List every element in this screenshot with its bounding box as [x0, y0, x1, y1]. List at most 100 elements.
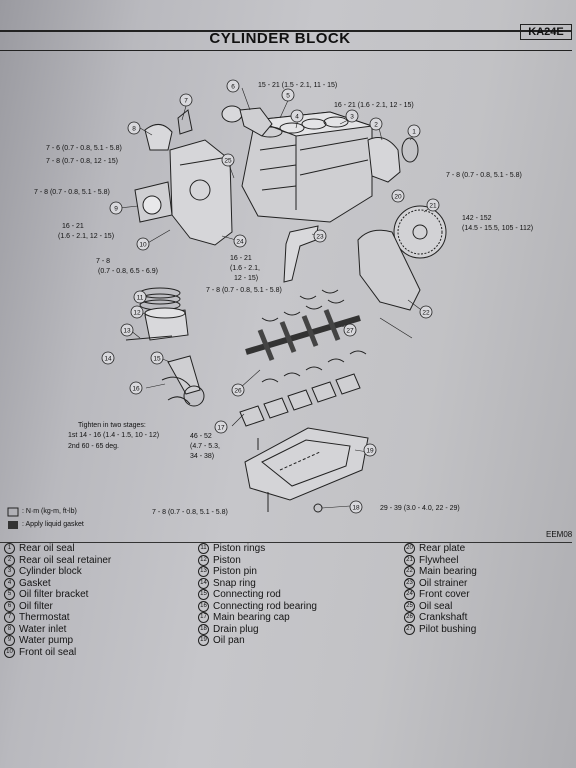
- part-number-text: 16: [132, 385, 140, 392]
- water-inlet-drawing: [144, 124, 173, 151]
- key-torque-unit: : N·m (kg-m, ft-lb): [22, 508, 77, 515]
- part-number-circle: [419, 305, 433, 319]
- legend-label: Main bearing cap: [213, 612, 290, 624]
- legend-number: 20: [404, 543, 415, 554]
- part-number-circle: [349, 500, 363, 514]
- page-title: CYLINDER BLOCK: [209, 30, 351, 47]
- part-number-circle: [150, 351, 164, 365]
- torque-thermostat: 7 - 8 (0.7 - 0.8, 12 - 15): [46, 158, 118, 165]
- legend-label: Main bearing: [419, 566, 477, 578]
- part-number-circle: [136, 237, 150, 251]
- part-number-text: 6: [231, 83, 235, 90]
- part-number-text: 15: [153, 355, 161, 362]
- torque-oil-pan: 7 - 8 (0.7 - 0.8, 5.1 - 5.8): [152, 509, 228, 516]
- legend-label: Rear oil seal retainer: [19, 554, 112, 566]
- torque-water-pump: 7 - 8 (0.7 - 0.8, 5.1 - 5.8): [34, 189, 110, 196]
- part-number-text: 17: [217, 424, 225, 431]
- legend-label: Water inlet: [19, 623, 67, 635]
- legend-number: 9: [4, 635, 15, 647]
- legend-label: Water pump: [19, 635, 74, 647]
- legend-item: 5 Oil filter bracket: [4, 589, 111, 601]
- part-number-text: 27: [346, 327, 354, 334]
- legend-number: 18: [198, 623, 209, 635]
- legend-number: 24: [404, 589, 415, 601]
- part-number-text: 19: [366, 447, 374, 454]
- diagram-code: EEM08: [546, 530, 573, 539]
- torque-symbol-icon: [7, 507, 19, 517]
- legend-label: Oil filter bracket: [19, 589, 89, 601]
- torque-filter-bracket: 16 - 21 (1.6 - 2.1, 12 - 15): [334, 102, 414, 109]
- legend-item: 22 Main bearing: [404, 566, 477, 578]
- part-number-text: 2: [374, 121, 378, 128]
- rear-plate-drawing: [357, 229, 421, 311]
- part-number-circle: [101, 351, 115, 365]
- torque-flywheel-b: (14.5 - 15.5, 105 - 112): [462, 225, 534, 232]
- conrod-instr-c: 2nd 60 - 65 deg.: [68, 443, 119, 450]
- part-number-text: 10: [139, 241, 147, 248]
- exploded-diagram: 6543782125910242123111213141516171819202…: [101, 79, 447, 514]
- part-number-text: 14: [104, 355, 112, 362]
- legend-label: Thermostat: [19, 612, 70, 624]
- part-number-circle: [407, 124, 421, 138]
- part-number-text: 22: [422, 309, 430, 316]
- torque-strainer-c: 12 - 15): [234, 275, 259, 282]
- thermostat-drawing: [177, 109, 193, 135]
- part-number-text: 7: [184, 97, 188, 104]
- part-number-circle: [130, 305, 144, 319]
- part-number-circle: [120, 323, 134, 337]
- part-number-circle: [281, 88, 295, 102]
- torque-front-cover-d: (0.7 - 0.8, 6.5 - 6.9): [98, 268, 158, 275]
- legend-label: Front oil seal: [19, 647, 77, 659]
- diagram-frame: [0, 30, 572, 543]
- part-number-circle: [343, 323, 357, 337]
- legend-number: 22: [404, 566, 415, 578]
- legend-number: 11: [198, 543, 209, 554]
- legend-label: Drain plug: [213, 623, 259, 635]
- part-number-text: 11: [137, 294, 144, 301]
- legend-label: Rear plate: [419, 543, 466, 555]
- legend-number: 7: [4, 612, 15, 624]
- connecting-rod-drawing: [161, 355, 205, 407]
- legend-item: 9 Water pump: [4, 635, 111, 647]
- part-number-circle: [133, 290, 147, 304]
- legend-label: Piston rings: [213, 543, 266, 555]
- legend-number: 14: [198, 577, 209, 589]
- main-bearing-drawing: [261, 289, 367, 383]
- legend-label: Connecting rod bearing: [213, 600, 317, 612]
- legend-number: 5: [4, 589, 15, 601]
- rear-seal-retainer-drawing: [367, 137, 419, 183]
- part-number-text: 5: [286, 92, 290, 99]
- torque-drain-plug: 29 - 39 (3.0 - 4.0, 22 - 29): [380, 505, 460, 512]
- oil-pan-drawing: [244, 427, 369, 501]
- legend-label: Oil filter: [19, 600, 53, 612]
- part-number-text: 25: [224, 157, 232, 164]
- legend-item: 7 Thermostat: [4, 612, 111, 624]
- key-liquid-gasket: : Apply liquid gasket: [22, 521, 84, 528]
- engine-model-badge: KA24E: [520, 24, 572, 40]
- part-number-circle: [221, 153, 235, 167]
- legend-number: 12: [198, 554, 209, 566]
- part-number-circle: [231, 383, 245, 397]
- legend-number: 4: [4, 577, 15, 589]
- part-number-text: 12: [133, 309, 141, 316]
- part-number-text: 20: [394, 193, 402, 200]
- part-number-text: 4: [295, 113, 299, 120]
- part-number-circle: [127, 121, 141, 135]
- legend-label: Gasket: [19, 577, 51, 589]
- legend-number: 1: [4, 543, 15, 554]
- part-number-circle: [345, 109, 359, 123]
- legend-label: Oil pan: [213, 635, 245, 647]
- legend-number: 15: [198, 589, 209, 601]
